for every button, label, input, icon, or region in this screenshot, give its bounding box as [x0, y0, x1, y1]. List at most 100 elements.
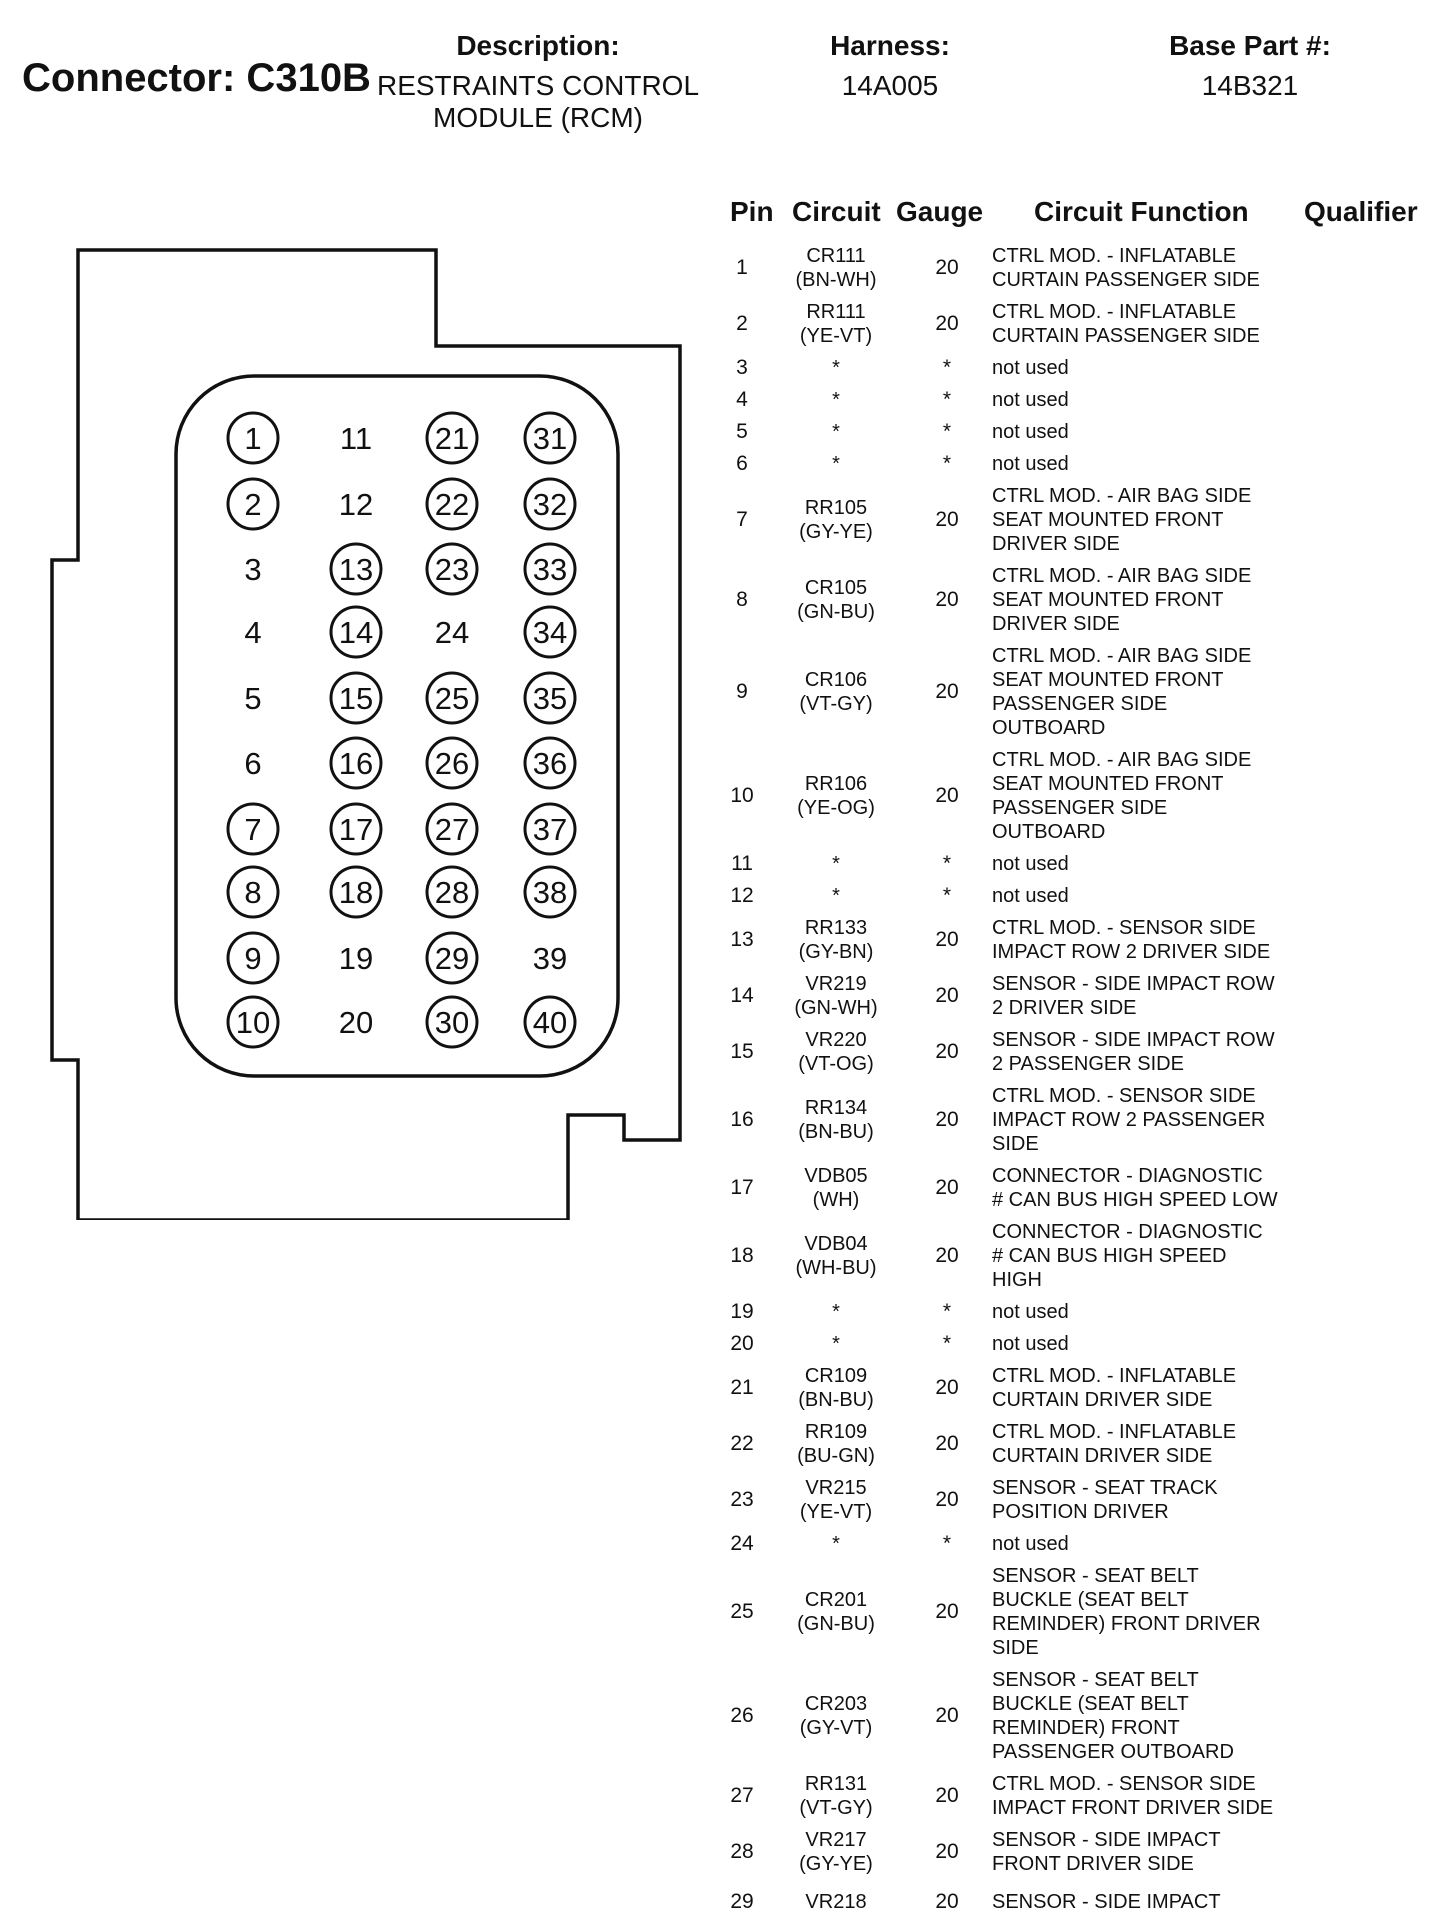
pin-number: 12 [339, 487, 373, 522]
cell-gauge: * [942, 1532, 952, 1555]
cell-gauge: 20 [935, 928, 959, 951]
header-circuit-function: Circuit Function [1034, 196, 1249, 227]
cell-circuit-function: not used [992, 1532, 1312, 1556]
table-row: 11**not used [716, 848, 1436, 880]
function-line: PASSENGER SIDE [992, 797, 1168, 819]
pin-number: 6 [244, 746, 261, 781]
cell-circuit: * [776, 420, 896, 444]
pin-4: 4 [244, 615, 261, 650]
circuit-id: * [832, 1533, 840, 1555]
cell-circuit-function: not used [992, 884, 1312, 908]
cell-pin: 26 [730, 1704, 754, 1727]
pin-9: 9 [226, 931, 280, 985]
function-line: DRIVER SIDE [992, 613, 1120, 635]
function-line: not used [992, 389, 1069, 411]
pin-11: 11 [340, 421, 372, 456]
function-line: CTRL MOD. - INFLATABLE [992, 245, 1237, 267]
cell-gauge: * [942, 356, 952, 379]
circuit-id: RR134 [804, 1097, 868, 1119]
function-line: SENSOR - SIDE IMPACT [992, 1829, 1221, 1851]
cell-circuit: RR105(GY-YE) [776, 496, 896, 544]
pin-6: 6 [244, 746, 261, 781]
function-line: CTRL MOD. - SENSOR SIDE [992, 1773, 1256, 1795]
pin-circle [226, 995, 280, 1049]
pin-circle [425, 865, 479, 919]
pin-number: 1 [244, 421, 261, 456]
pin-number: 40 [533, 1005, 567, 1040]
pin-number: 36 [533, 746, 567, 781]
circuit-id: CR105 [804, 577, 868, 599]
function-line: SEAT MOUNTED FRONT [992, 669, 1224, 691]
pin-18: 18 [329, 865, 383, 919]
circuit-color: (BN-BU) [798, 1389, 874, 1411]
pin-number: 24 [435, 615, 469, 650]
pin-circle [226, 865, 280, 919]
cell-pin: 3 [736, 356, 748, 379]
circuit-id: * [832, 357, 840, 379]
cell-circuit: CR105(GN-BU) [776, 576, 896, 624]
pin-29: 29 [425, 931, 479, 985]
function-line: FRONT DRIVER SIDE [992, 1853, 1194, 1875]
cell-pin: 17 [730, 1176, 754, 1199]
function-line: OUTBOARD [992, 717, 1106, 739]
cell-gauge: * [942, 884, 952, 907]
function-line: CONNECTOR - DIAGNOSTIC [992, 1165, 1263, 1187]
table-row: 5**not used [716, 416, 1436, 448]
pin-40: 40 [523, 995, 577, 1049]
cell-gauge: 20 [935, 1432, 959, 1455]
pin-circle [329, 542, 383, 596]
cell-pin: 11 [731, 852, 753, 875]
pin-number: 20 [339, 1005, 373, 1040]
function-line: CTRL MOD. - SENSOR SIDE [992, 1085, 1256, 1107]
pin-number: 16 [339, 746, 373, 781]
circuit-id: CR203 [804, 1693, 868, 1715]
cell-circuit: VR220(VT-OG) [776, 1028, 896, 1076]
pin-1: 1 [226, 411, 280, 465]
pin-8: 8 [226, 865, 280, 919]
cell-gauge: 20 [935, 680, 959, 703]
pin-number: 35 [533, 681, 567, 716]
pin-circle [523, 477, 577, 531]
pin-number: 5 [244, 681, 261, 716]
cell-circuit: CR109(BN-BU) [776, 1364, 896, 1412]
pin-23: 23 [425, 542, 479, 596]
pin-number: 23 [435, 552, 469, 587]
function-line: CURTAIN DRIVER SIDE [992, 1445, 1213, 1467]
header-pin: Pin [730, 196, 774, 227]
cell-gauge: * [942, 452, 952, 475]
circuit-color: (YE-VT) [799, 1501, 873, 1523]
pin-22: 22 [425, 477, 479, 531]
function-line: CURTAIN DRIVER SIDE [992, 1389, 1213, 1411]
pin-38: 38 [523, 865, 577, 919]
pin-circle [425, 736, 479, 790]
harness-label: Harness: [830, 30, 950, 61]
pin-number: 17 [339, 812, 373, 847]
pin-number: 31 [533, 421, 567, 456]
pin-7: 7 [226, 802, 280, 856]
pin-circle [425, 995, 479, 1049]
cell-circuit-function: CONNECTOR - DIAGNOSTIC# CAN BUS HIGH SPE… [992, 1220, 1312, 1292]
cell-gauge: 20 [935, 1890, 959, 1913]
cell-pin: 14 [730, 984, 754, 1007]
pin-number: 2 [244, 487, 261, 522]
function-line: CTRL MOD. - AIR BAG SIDE [992, 749, 1252, 771]
function-line: not used [992, 1333, 1069, 1355]
pin-circle [523, 802, 577, 856]
cell-pin: 8 [736, 588, 748, 611]
pin-36: 36 [523, 736, 577, 790]
cell-circuit: * [776, 1300, 896, 1324]
function-line: CURTAIN PASSENGER SIDE [992, 325, 1260, 347]
circuit-id: CR201 [804, 1589, 868, 1611]
function-line: SEAT MOUNTED FRONT [992, 509, 1224, 531]
cell-circuit: * [776, 852, 896, 876]
connector-pin-cavity [174, 374, 620, 1078]
pin-number: 18 [339, 875, 373, 910]
circuit-id: * [832, 453, 840, 475]
